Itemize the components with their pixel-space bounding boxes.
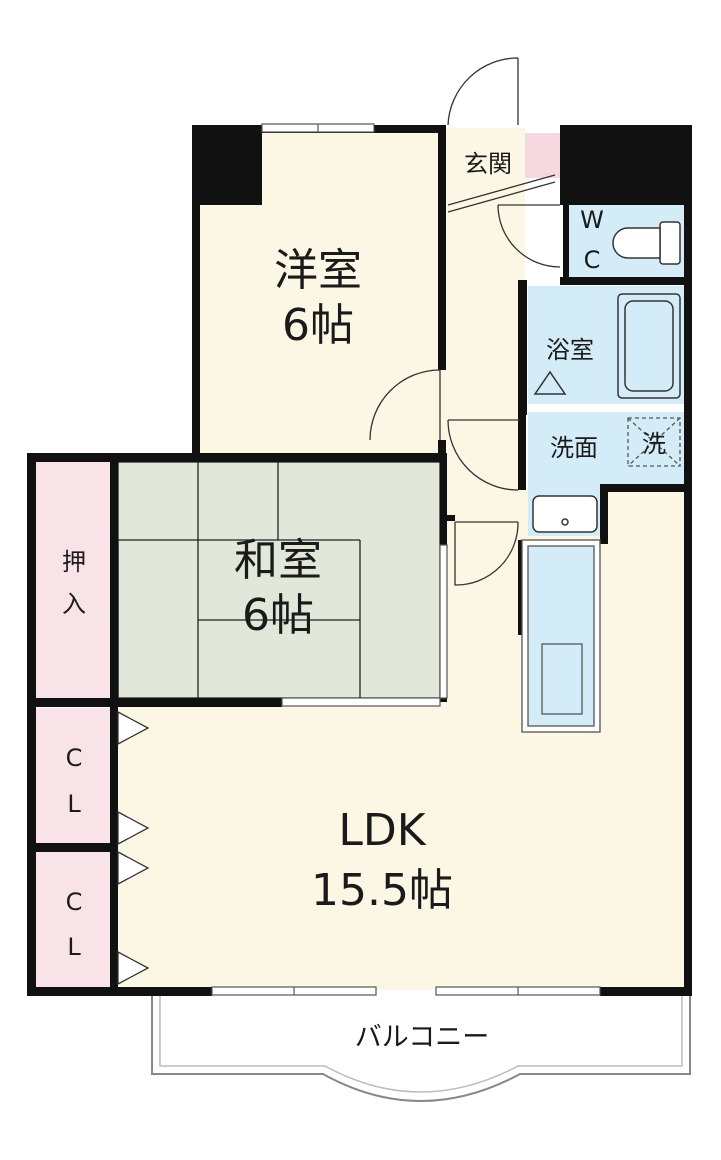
ldk-floor-lower	[115, 700, 690, 990]
closet-doors	[117, 710, 150, 986]
closet2-floor	[35, 852, 115, 988]
wc-label-w: W	[580, 206, 604, 234]
closet2-label-c: C	[66, 888, 83, 916]
kitchen-counter	[521, 539, 601, 733]
washbasin-fixture	[532, 495, 598, 533]
japanese-room-size: 6帖	[242, 590, 314, 641]
washroom-floor	[528, 412, 685, 484]
entrance-tile	[525, 133, 560, 178]
toilet-fixture	[612, 221, 681, 265]
tatami-mats	[117, 461, 441, 699]
washing-machine-space	[627, 417, 681, 467]
japanese-room-name: 和室	[234, 535, 322, 586]
oshiire-label-1: 押	[62, 548, 86, 576]
bathtub-fixture	[533, 293, 681, 399]
oshiire-label-2: 入	[62, 590, 86, 618]
balcony-outline-inner	[159, 993, 683, 1093]
entrance-label: 玄関	[464, 150, 512, 178]
windows	[211, 123, 601, 996]
closet2-label-l: L	[67, 933, 81, 961]
ldk-name: LDK	[338, 805, 426, 856]
western-room-size: 6帖	[282, 300, 354, 351]
balcony-outline	[151, 993, 691, 1102]
western-room-name: 洋室	[274, 245, 362, 296]
bath-floor	[528, 286, 685, 404]
wc-label-c: C	[584, 246, 601, 274]
closet1-floor	[35, 708, 115, 844]
washroom-label: 洗面	[550, 434, 598, 462]
laundry-label: 洗	[642, 430, 666, 458]
closet1-label-l: L	[67, 790, 81, 818]
doors	[369, 57, 561, 586]
balcony-label: バルコニー	[355, 1022, 489, 1053]
closet1-label-c: C	[66, 744, 83, 772]
oshiire-floor	[35, 462, 115, 700]
ldk-size: 15.5帖	[311, 865, 453, 916]
bath-label: 浴室	[546, 336, 594, 364]
